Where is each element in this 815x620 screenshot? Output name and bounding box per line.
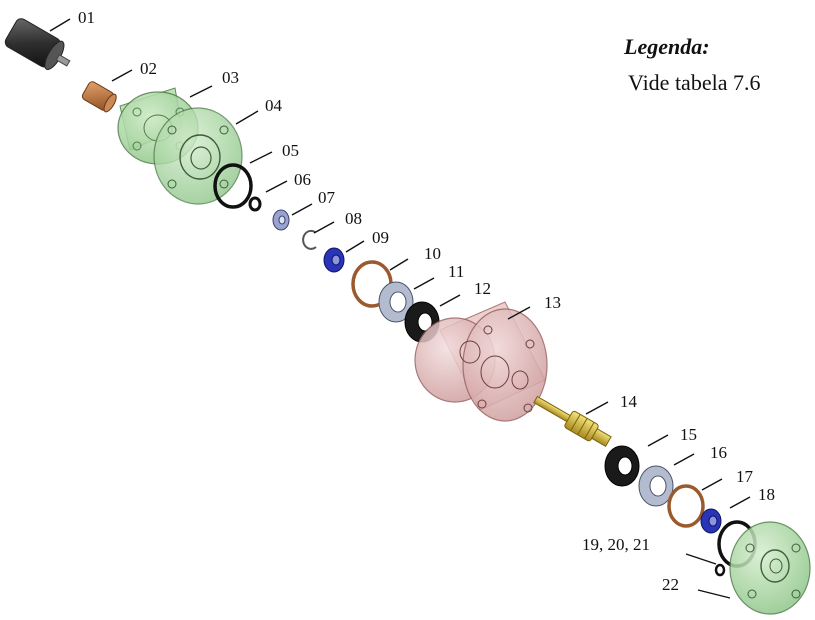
label-16: 16 <box>710 443 727 462</box>
label-12: 12 <box>474 279 491 298</box>
legend-text: Vide tabela 7.6 <box>628 70 761 95</box>
part-07-bearing <box>272 209 290 231</box>
label-18: 18 <box>758 485 775 504</box>
label-02: 02 <box>140 59 157 78</box>
label-04: 04 <box>265 96 283 115</box>
part-18-bushing <box>700 508 722 534</box>
legend-title: Legenda: <box>624 34 710 59</box>
label-06: 06 <box>294 170 311 189</box>
label-03: 03 <box>222 68 239 87</box>
part-11-washer <box>378 281 414 323</box>
part-16-washer <box>638 465 674 507</box>
label-14: 14 <box>620 392 638 411</box>
label-22: 22 <box>662 575 679 594</box>
label-09: 09 <box>372 228 389 247</box>
part-22-rear-cover <box>729 521 811 615</box>
label-19-20-21: 19, 20, 21 <box>582 535 650 554</box>
leader-lines <box>49 18 751 599</box>
part-01-motor <box>4 18 71 71</box>
part-06-small-o-ring <box>248 196 262 212</box>
part-08-retaining-ring <box>302 229 317 250</box>
label-01: 01 <box>78 8 95 27</box>
label-05: 05 <box>282 141 299 160</box>
part-labels: 01 02 03 04 05 06 07 08 09 10 11 12 13 1… <box>78 8 775 594</box>
label-10: 10 <box>424 244 441 263</box>
label-08: 08 <box>345 209 362 228</box>
part-15-seal <box>604 445 640 487</box>
label-13: 13 <box>544 293 561 312</box>
part-14-shaft <box>533 395 612 448</box>
part-02-coupling <box>81 81 117 113</box>
part-05-o-ring <box>213 163 253 209</box>
part-09-bushing <box>323 247 345 273</box>
label-07: 07 <box>318 188 336 207</box>
label-15: 15 <box>680 425 697 444</box>
part-04-flange <box>153 107 243 205</box>
part-17-gasket <box>667 484 705 528</box>
label-17: 17 <box>736 467 754 486</box>
label-11: 11 <box>448 262 464 281</box>
part-13-main-body <box>414 301 548 422</box>
